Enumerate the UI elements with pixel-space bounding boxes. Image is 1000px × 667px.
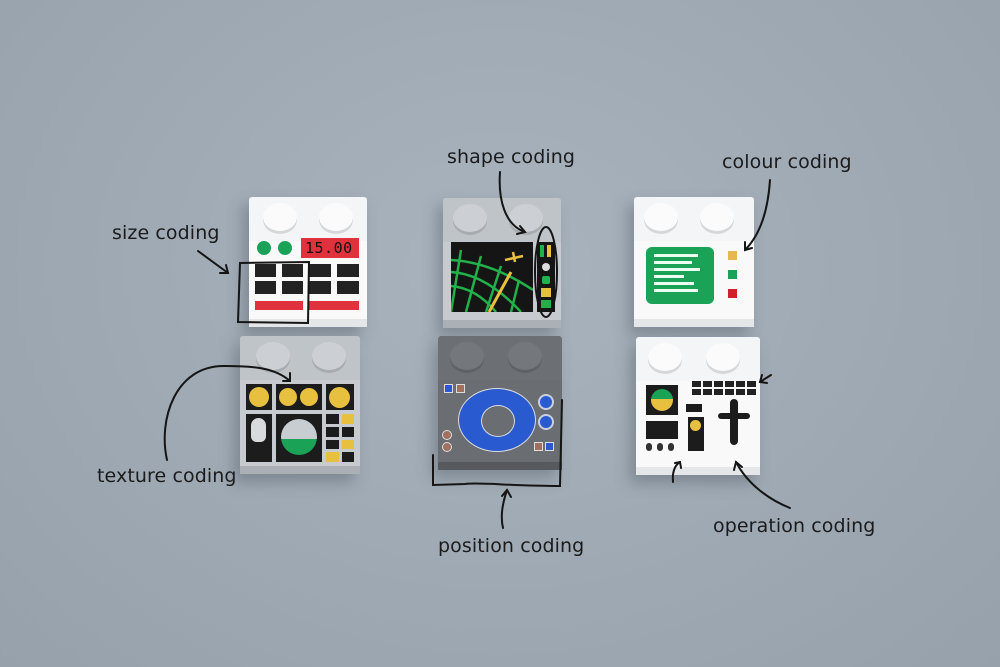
digital-readout: [686, 404, 702, 412]
red-indicator: [728, 289, 737, 298]
brick-base: [634, 319, 754, 327]
green-light-icon: [278, 241, 292, 255]
copper-square-icon: [456, 384, 465, 393]
red-bar: [255, 301, 303, 310]
indicator-strip: [537, 242, 555, 312]
position-coding-label: position coding: [438, 535, 585, 557]
square-indicator-icon: [541, 288, 551, 297]
square-indicator-icon: [541, 300, 551, 308]
copper-dial-icon: [442, 442, 452, 452]
horizon-panel: [276, 414, 322, 462]
stud: [263, 203, 297, 231]
texture-coding-label: texture coding: [97, 465, 237, 487]
hexagon-indicator-icon: [542, 276, 550, 284]
dial-icon: [300, 388, 318, 406]
brick-texture-coding: [240, 336, 360, 474]
shape-coding-label: shape coding: [447, 146, 576, 168]
display-readout: 15.00: [305, 239, 353, 257]
dial-icon: [329, 387, 350, 408]
size-arrow-icon: [197, 250, 229, 274]
twin-gauge-panel: [646, 421, 678, 439]
artificial-horizon-icon: [281, 419, 317, 455]
stud: [453, 204, 487, 232]
map-grid-icon: [451, 249, 533, 312]
brick-size-coding: 15.00: [249, 197, 367, 327]
blue-dial-icon: [538, 414, 554, 430]
radar-scope: [458, 388, 536, 452]
brick-base: [636, 467, 760, 475]
red-display: 15.00: [301, 238, 359, 258]
stud: [648, 343, 682, 371]
key-row: [692, 381, 756, 395]
compass-panel: [688, 417, 704, 451]
copper-dial-icon: [442, 430, 452, 440]
dial-icon: [279, 388, 297, 406]
yellow-indicator: [728, 251, 737, 260]
green-light-icon: [257, 241, 271, 255]
blue-square-icon: [444, 384, 453, 393]
brick-base: [438, 462, 562, 470]
gauge-panel: [246, 384, 272, 410]
throttle-crossbar: [718, 413, 750, 419]
circle-indicator-icon: [542, 263, 550, 271]
stud: [644, 203, 678, 231]
green-screen: [646, 247, 714, 304]
attitude-indicator-panel: [646, 385, 678, 415]
stud: [700, 203, 734, 231]
stud: [450, 342, 484, 370]
attitude-indicator-icon: [651, 389, 673, 411]
copper-square-icon: [534, 442, 543, 451]
stud: [508, 342, 542, 370]
microphone-panel: [246, 414, 272, 462]
gauge-panel: [276, 384, 322, 410]
brick-colour-coding: [634, 197, 754, 327]
knob-icon: [646, 443, 652, 451]
brick-face: [240, 380, 360, 466]
radar-screen: [451, 242, 533, 312]
brick-face: [636, 381, 760, 467]
size-coding-label: size coding: [112, 222, 220, 244]
position-arrow-icon: [500, 489, 508, 529]
brick-face: [443, 242, 561, 320]
microphone-icon: [251, 418, 266, 442]
brick-base: [249, 319, 367, 327]
brick-base: [240, 466, 360, 474]
brick-face: [438, 380, 562, 462]
stud: [319, 203, 353, 231]
brick-operation-coding: [636, 337, 760, 475]
green-indicator: [728, 270, 737, 279]
stud: [312, 342, 346, 370]
blue-dial-icon: [538, 394, 554, 410]
brick-shape-coding: [443, 198, 561, 328]
switch-grid: [326, 414, 354, 462]
brick-position-coding: [438, 336, 562, 470]
brick-base: [443, 320, 561, 328]
compass-icon: [690, 420, 701, 431]
knob-icon: [657, 443, 663, 451]
stud: [509, 204, 543, 232]
gauge-panel: [326, 384, 354, 410]
stud: [256, 342, 290, 370]
brick-face: 15.00: [249, 238, 367, 319]
brick-face: [634, 241, 754, 319]
dial-icon: [249, 387, 269, 407]
knob-icon: [668, 443, 674, 451]
red-bar: [309, 301, 359, 310]
button-grid-small: [255, 264, 303, 294]
stud: [706, 343, 740, 371]
throttle-lever: [730, 399, 738, 445]
colour-coding-label: colour coding: [722, 151, 852, 173]
blue-square-icon: [545, 442, 554, 451]
operation-coding-label: operation coding: [713, 515, 876, 537]
operation-arrow-icon: [759, 374, 772, 383]
button-grid-large: [309, 264, 359, 294]
